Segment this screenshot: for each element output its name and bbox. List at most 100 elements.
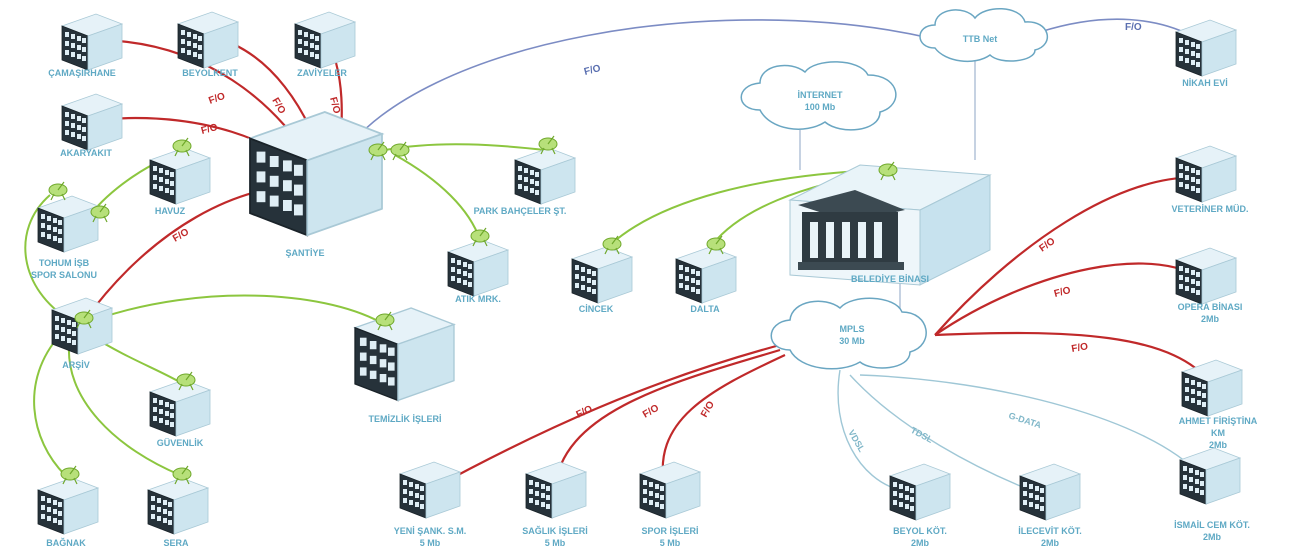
label-saglik-1: SAĞLIK İŞLERİ	[522, 525, 588, 536]
fo-label: F/O	[1125, 22, 1142, 33]
fo-mpls-opera	[934, 262, 1211, 336]
label-arsiv: ARŞİV	[62, 360, 90, 370]
building-santiye	[248, 110, 384, 237]
building-dalta	[675, 246, 737, 304]
building-zaviyeler	[294, 11, 356, 69]
label-beyol-2: 2Mb	[911, 538, 930, 548]
label-yeni-2: 5 Mb	[420, 538, 441, 548]
link-mpls-ilecevit	[849, 374, 1031, 491]
building-akaryakit	[61, 93, 123, 151]
blue-link-ttnet-nikah	[1039, 18, 1191, 36]
label-ismail-1: İSMAİL CEM KÖT.	[1174, 520, 1250, 530]
fo-mpls-yeni	[429, 343, 781, 491]
label-havuz: HAVUZ	[155, 206, 186, 216]
building-sera	[147, 477, 209, 535]
fo-label: F/O	[171, 227, 191, 245]
building-nikah	[1175, 19, 1237, 77]
label-camasirhane: ÇAMAŞIRHANE	[48, 68, 116, 78]
building-tohum	[37, 195, 99, 253]
building-bagnak	[37, 477, 99, 535]
building-ahmet	[1181, 359, 1243, 417]
gdata-label: G-DATA	[1007, 410, 1043, 430]
label-dalta: DALTA	[690, 304, 720, 314]
building-camasirhane	[61, 13, 123, 71]
fo-label: F/O	[575, 404, 595, 421]
building-ilecevit	[1019, 463, 1081, 521]
building-atik	[447, 239, 509, 297]
label-temizlik: TEMİZLİK İŞLERİ	[369, 414, 442, 424]
wl-arsiv-bagnak	[33, 334, 66, 476]
label-zaviyeler: ZAVİYELER	[297, 68, 347, 78]
building-beyol	[889, 463, 951, 521]
building-ismail	[1179, 447, 1241, 505]
label-cinecek: CİNCEK	[579, 304, 614, 314]
label-beyol-1: BEYOL KÖT.	[893, 526, 947, 536]
fo-label: F/O	[583, 63, 602, 78]
fo-label: F/O	[699, 399, 717, 419]
label-sera: SERA	[163, 538, 189, 548]
label-beyolkent: BEYOLKENT	[182, 68, 238, 78]
blue-link-santiye-ttnet	[339, 19, 931, 159]
fo-label: F/O	[207, 91, 227, 107]
label-bagnak: BAĞNAK	[46, 537, 86, 548]
fo-mpls-saglik	[553, 348, 781, 491]
link-mpls-ismail	[859, 374, 1201, 476]
cloud-ttnet: TTB Net	[919, 7, 1049, 62]
antenna-icon	[48, 181, 68, 201]
building-park	[514, 147, 576, 205]
fo-label: F/O	[641, 403, 661, 421]
label-spor-2: 5 Mb	[660, 538, 681, 548]
building-opera	[1175, 247, 1237, 305]
label-opera-1: OPERA BİNASI	[1178, 302, 1243, 312]
label-tohum-1: TOHUM İŞB	[39, 258, 90, 268]
building-cinecek	[571, 246, 633, 304]
wl-belediye-cinecek	[609, 169, 881, 246]
label-ilecevit-1: İLECEVİT KÖT.	[1018, 526, 1082, 536]
fo-label: F/O	[200, 122, 219, 137]
fo-label: F/O	[327, 96, 342, 115]
label-santiye: ŞANTİYE	[285, 248, 324, 258]
building-belediye	[788, 164, 992, 286]
wl-santiye-atik	[394, 154, 481, 241]
cloud-ttnet-label: TTB Net	[963, 34, 998, 44]
label-nikah: NİKAH EVİ	[1182, 78, 1228, 88]
building-spor	[639, 461, 701, 519]
label-akaryakit: AKARYAKIT	[60, 148, 112, 158]
building-veteriner	[1175, 145, 1237, 203]
building-temizlik	[354, 307, 455, 402]
label-atik: ATIK MRK.	[455, 294, 501, 304]
link-mpls-beyol	[837, 369, 901, 491]
fo-label: F/O	[1053, 285, 1072, 300]
label-guvenlik: GÜVENLİK	[157, 438, 204, 448]
cloud-mpls-line2: 30 Mb	[839, 336, 865, 346]
fo-mpls-ahmet	[934, 331, 1216, 391]
cloud-internet: İNTERNET 100 Mb	[740, 61, 897, 131]
label-park: PARK BAHÇELER ŞT.	[474, 206, 567, 216]
cloud-mpls-line1: MPLS	[839, 324, 864, 334]
label-ilecevit-2: 2Mb	[1041, 538, 1060, 548]
label-yeni-1: YENİ ŞANK. S.M.	[394, 526, 467, 536]
label-ahmet-2: KM	[1211, 428, 1225, 438]
fo-mpls-veteriner	[934, 176, 1206, 336]
tdsl-label: TDSL	[909, 425, 935, 445]
links	[24, 18, 1216, 491]
wl-arsiv-sera	[67, 334, 181, 476]
wl-arsiv-temizlik	[99, 294, 381, 323]
label-ismail-2: 2Mb	[1203, 532, 1222, 542]
label-saglik-2: 5 Mb	[545, 538, 566, 548]
label-opera-2: 2Mb	[1201, 314, 1220, 324]
label-veteriner: VETERİNER MÜD.	[1171, 204, 1248, 214]
fo-label: F/O	[1071, 341, 1090, 355]
label-spor-1: SPOR İŞLERİ	[641, 526, 698, 536]
label-tohum-2: SPOR SALONU	[31, 270, 97, 280]
label-ahmet-1: AHMET FİRİŞTİNA	[1179, 416, 1258, 426]
building-yeni	[399, 461, 461, 519]
vdsl-label: VDSL	[846, 428, 867, 454]
cloud-internet-line2: 100 Mb	[805, 102, 836, 112]
label-ahmet-3: 2Mb	[1209, 440, 1228, 450]
building-saglik	[525, 461, 587, 519]
cloud-mpls: MPLS 30 Mb	[770, 297, 927, 370]
building-beyolkent	[177, 11, 239, 69]
cloud-internet-line1: İNTERNET	[798, 90, 844, 100]
